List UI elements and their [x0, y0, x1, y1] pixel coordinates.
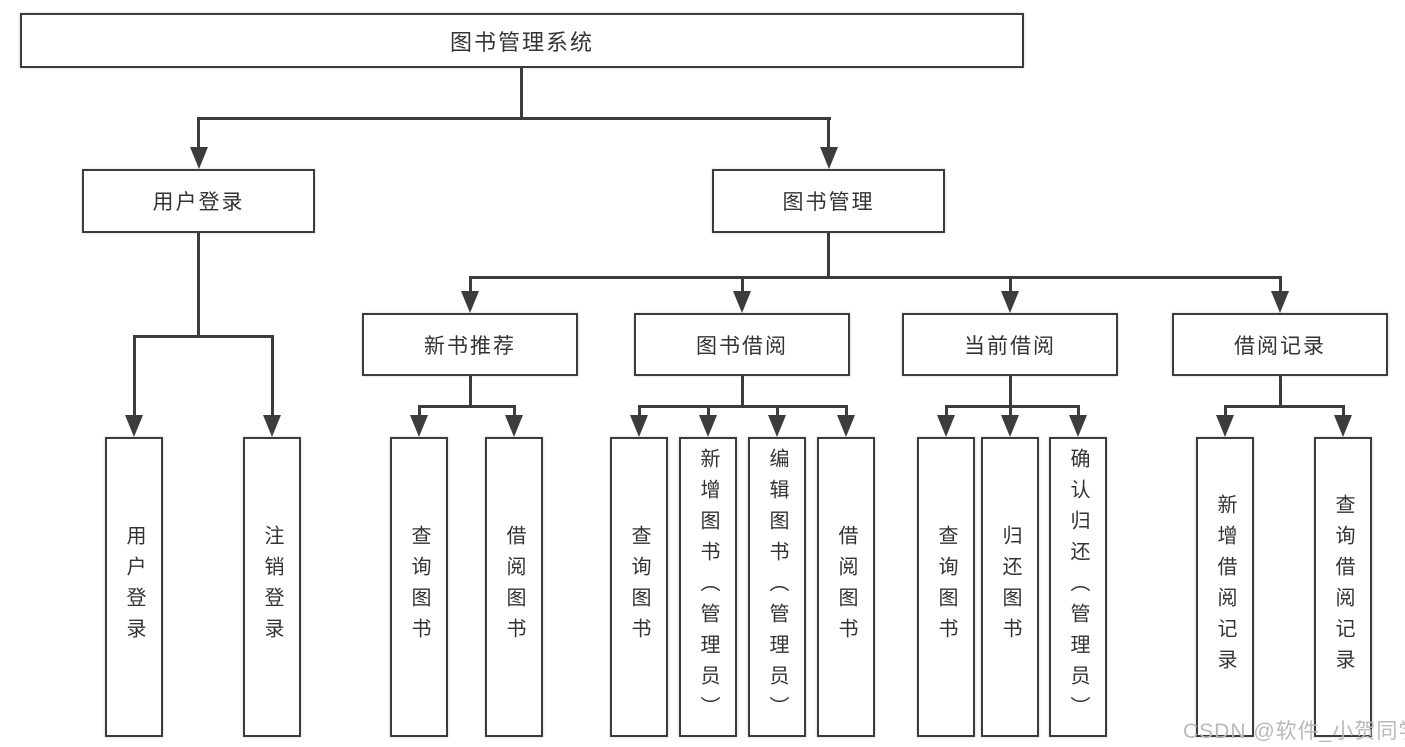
connector-current-stem	[1009, 376, 1012, 407]
node-book-borrowing: 图书借阅	[634, 313, 850, 376]
arrow-down-icon	[505, 415, 523, 437]
leaf-edit-books-admin: 编辑图书（管理员）	[748, 437, 806, 737]
connector-to-user-login	[197, 117, 200, 150]
arrow-down-icon	[837, 415, 855, 437]
connector-recommend-stem	[469, 376, 472, 407]
node-library-management-system: 图书管理系统	[20, 13, 1024, 68]
node-user-login: 用户登录	[82, 169, 315, 233]
connector-to-leaf	[418, 405, 421, 417]
connector-root-split	[197, 117, 831, 120]
arrow-down-icon	[768, 415, 786, 437]
leaf-add-borrow-record: 新增借阅记录	[1196, 437, 1254, 737]
arrow-down-icon	[410, 415, 428, 437]
arrow-down-icon	[937, 415, 955, 437]
leaf-query-books-borrowing: 查询图书	[610, 437, 668, 737]
connector-to-leaf	[271, 335, 274, 417]
connector-user-login-split	[133, 335, 274, 338]
connector-book-mgmt-split	[469, 276, 1282, 279]
connector-to-branch	[469, 276, 472, 295]
connector-current-split	[945, 405, 1080, 408]
connector-to-leaf	[1342, 405, 1345, 417]
connector-to-branch	[1279, 276, 1282, 295]
connector-user-login-stem	[197, 233, 200, 337]
connector-to-leaf	[945, 405, 948, 417]
connector-to-branch	[1009, 276, 1012, 295]
leaf-query-books-recommend: 查询图书	[390, 437, 448, 737]
node-book-management: 图书管理	[712, 169, 945, 233]
connector-to-leaf	[845, 405, 848, 417]
leaf-add-books-admin: 新增图书（管理员）	[679, 437, 737, 737]
csdn-watermark: CSDN @软件_小贺同学	[1183, 720, 1405, 743]
arrow-down-icon	[1001, 415, 1019, 437]
connector-to-leaf	[1077, 405, 1080, 417]
connector-to-leaf	[707, 405, 710, 417]
connector-to-leaf	[776, 405, 779, 417]
leaf-user-login: 用户登录	[105, 437, 163, 737]
leaf-borrow-books-recommend: 借阅图书	[485, 437, 543, 737]
node-new-book-recommend: 新书推荐	[362, 313, 578, 376]
arrow-down-icon	[1334, 415, 1352, 437]
arrow-down-icon	[461, 291, 479, 313]
arrow-down-icon	[1001, 291, 1019, 313]
arrow-down-icon	[699, 415, 717, 437]
connector-to-leaf	[1224, 405, 1227, 417]
connector-to-leaf	[513, 405, 516, 417]
arrow-down-icon	[1271, 291, 1289, 313]
leaf-logout: 注销登录	[243, 437, 301, 737]
node-borrowing-records: 借阅记录	[1172, 313, 1388, 376]
connector-borrowing-split	[638, 405, 848, 408]
connector-records-stem	[1279, 376, 1282, 407]
arrow-down-icon	[190, 147, 208, 169]
arrow-down-icon	[820, 147, 838, 169]
leaf-query-borrow-record: 查询借阅记录	[1314, 437, 1372, 737]
leaf-query-books-current: 查询图书	[917, 437, 975, 737]
arrow-down-icon	[125, 415, 143, 437]
connector-records-split	[1224, 405, 1345, 408]
connector-recommend-split	[418, 405, 516, 408]
arrow-down-icon	[263, 415, 281, 437]
connector-root-stem	[520, 68, 523, 119]
connector-to-leaf	[133, 335, 136, 417]
leaf-borrow-books: 借阅图书	[817, 437, 875, 737]
arrow-down-icon	[630, 415, 648, 437]
connector-book-mgmt-stem	[827, 233, 830, 278]
leaf-confirm-return-admin: 确认归还（管理员）	[1049, 437, 1107, 737]
leaf-return-books: 归还图书	[981, 437, 1039, 737]
connector-to-leaf	[638, 405, 641, 417]
arrow-down-icon	[1069, 415, 1087, 437]
node-current-borrowing: 当前借阅	[902, 313, 1118, 376]
connector-to-leaf	[1009, 405, 1012, 417]
connector-to-branch	[741, 276, 744, 295]
arrow-down-icon	[733, 291, 751, 313]
arrow-down-icon	[1216, 415, 1234, 437]
connector-borrowing-stem	[741, 376, 744, 407]
connector-to-book-management	[827, 117, 830, 150]
